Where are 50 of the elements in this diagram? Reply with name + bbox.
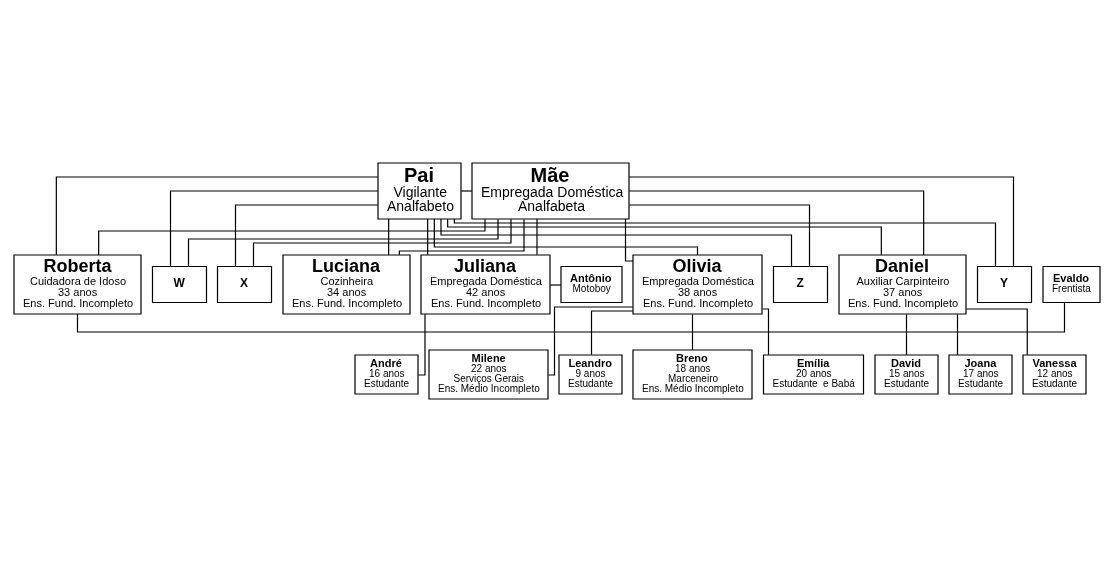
connector bbox=[965, 308, 1028, 356]
node-box: Luciana Cozinheira 34 anos Ens. Fund. Incompleto bbox=[282, 254, 411, 315]
node-box: W bbox=[151, 265, 208, 304]
connector bbox=[628, 190, 925, 256]
node-box: David 15 anos Estudante bbox=[874, 354, 939, 395]
connector bbox=[76, 302, 1066, 333]
connector bbox=[433, 218, 699, 256]
node-box: Olivia Empregada Doméstica 38 anos Ens. Fund. Incompleto bbox=[632, 254, 763, 315]
connector bbox=[55, 176, 379, 256]
connector bbox=[187, 218, 499, 267]
node-box: Vanessa 12 anos Estudante bbox=[1022, 354, 1087, 395]
connector bbox=[398, 218, 525, 256]
node-box: Z bbox=[772, 265, 829, 304]
node-box: Y bbox=[976, 265, 1033, 304]
connector bbox=[427, 218, 429, 256]
connector bbox=[905, 313, 908, 356]
connector bbox=[761, 308, 770, 356]
connector bbox=[252, 218, 512, 267]
node-box: Roberta Cuidadora de Idoso 33 anos Ens. Fund. Incompleto bbox=[13, 254, 142, 315]
connector bbox=[234, 204, 379, 268]
connector bbox=[440, 218, 793, 267]
connector bbox=[417, 313, 426, 376]
node-box: Leandro 9 anos Estudante bbox=[558, 354, 623, 395]
connector bbox=[98, 218, 486, 256]
node-box: André 16 anos Estudante bbox=[354, 354, 419, 395]
connector bbox=[447, 218, 882, 256]
connector bbox=[388, 218, 390, 256]
node-box: Emília 20 anos Estudante e Babá bbox=[762, 354, 865, 395]
node-box: Mãe Empregada Doméstica Analfabeta bbox=[471, 162, 630, 220]
node-box: Antônio Motoboy bbox=[560, 265, 623, 304]
connector bbox=[956, 313, 959, 356]
connector bbox=[460, 190, 473, 192]
connector bbox=[453, 218, 997, 267]
connector bbox=[628, 176, 1015, 267]
connector bbox=[691, 313, 694, 351]
node-box: Daniel Auxiliar Carpinteiro 37 anos Ens. Fund. Incompleto bbox=[838, 254, 967, 315]
node-box: Breno 18 anos Marceneiro Ens. Médio Incompleto bbox=[632, 349, 753, 400]
node-box: Joana 17 anos Estudante bbox=[948, 354, 1013, 395]
connector bbox=[547, 306, 634, 376]
node-box: Pai Vigilante Analfabeto bbox=[377, 162, 462, 220]
connector bbox=[590, 310, 634, 356]
node-box: X bbox=[216, 265, 273, 304]
node-box: Milene 22 anos Serviços Gerais Ens. Médio Incompleto bbox=[428, 349, 549, 400]
connector bbox=[624, 218, 634, 262]
connector bbox=[549, 284, 562, 286]
node-box: Evaldo Frentista bbox=[1042, 265, 1101, 304]
node-box: Juliana Empregada Doméstica 42 anos Ens. Fund. Incompleto bbox=[420, 254, 551, 315]
connector bbox=[628, 204, 811, 268]
connector bbox=[169, 190, 379, 268]
connector bbox=[536, 218, 538, 256]
